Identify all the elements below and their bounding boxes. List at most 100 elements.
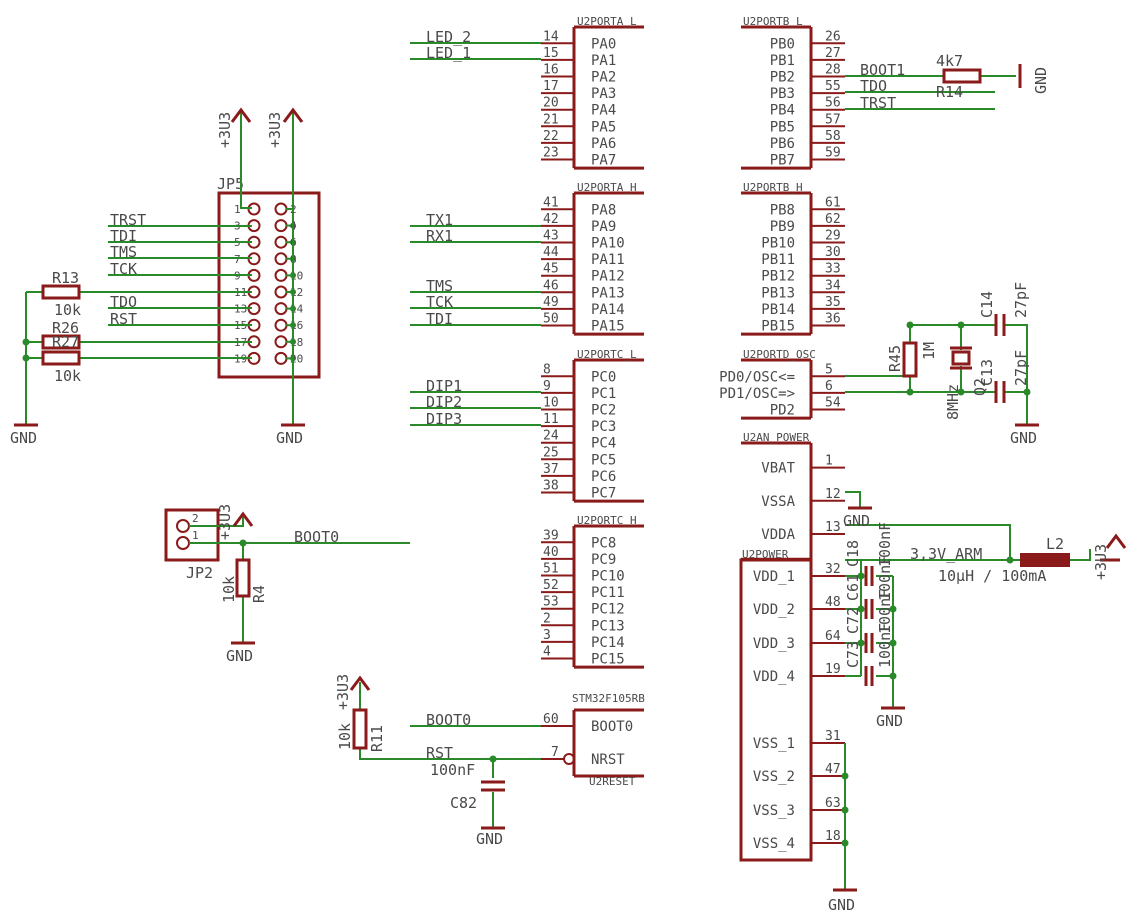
block-body [572, 358, 644, 503]
jp5-ref: JP5 [217, 175, 244, 193]
pin-name: PA14 [591, 302, 625, 318]
pin-num: 29 [825, 229, 841, 244]
r26-value: 10k [54, 367, 81, 385]
junction-dot [841, 772, 849, 780]
jp5-supply-label: +3U3 [216, 112, 234, 148]
r11-supply-label: +3U3 [334, 674, 352, 710]
jp5-pads [247, 202, 296, 365]
pin-num: 39 [543, 528, 559, 543]
pin-name: PD0/OSC<= [719, 369, 795, 385]
pin-name: PC9 [591, 552, 616, 568]
cap-ref: C61 [844, 574, 862, 601]
pin-name: PB5 [770, 119, 795, 135]
decoupling-gnd-label: GND [876, 712, 903, 730]
block-title: U2POWER [742, 548, 789, 561]
jp5-pin-num: 16 [290, 319, 303, 332]
junction-dot [857, 605, 865, 613]
oscillator-circuit: R45 1M 8MHz Q2 C14 27pF C13 27pF GND [845, 282, 1039, 447]
pin-num: 21 [543, 112, 559, 127]
pin-num: 16 [543, 63, 559, 78]
net-label-dip1: DIP1 [426, 377, 462, 395]
net-label-tms: TMS [110, 243, 137, 261]
net-label-dip2: DIP2 [426, 393, 462, 411]
pin-name: PA2 [591, 70, 616, 86]
pin-num: 56 [825, 96, 841, 111]
block-body [572, 25, 644, 170]
pin-name: VDDA [761, 527, 795, 543]
pin-num: 6 [825, 379, 833, 394]
block-title: U2PORTC_H [577, 514, 637, 527]
decoupling-wires [845, 560, 894, 708]
c13-ref: C13 [978, 359, 996, 386]
junction-dot [22, 354, 30, 362]
pin-num: 32 [825, 562, 841, 577]
cap-value: 100nF [876, 623, 894, 668]
pin-name: PA3 [591, 86, 616, 102]
analog-power-nets: GND [843, 491, 1011, 560]
c82-body [481, 780, 505, 792]
pin-num: 28 [825, 63, 841, 78]
reset-pin-name: NRST [591, 752, 625, 768]
pin-num: 13 [825, 520, 841, 535]
pin-num: 34 [825, 278, 841, 293]
r4-body [235, 558, 251, 598]
pin-name: PC8 [591, 535, 616, 551]
l2-value: 10µH / 100mA [938, 567, 1046, 585]
porta-h-wires [410, 225, 541, 326]
pin-name: PB12 [761, 269, 795, 285]
pin-num: 8 [543, 362, 551, 377]
pin-num: 45 [543, 262, 559, 277]
pin-name: PB13 [761, 285, 795, 301]
junction-dot [1006, 556, 1014, 564]
portb-h-block: U2PORTB_H61PB862PB929PB1030PB1133PB1234P… [741, 181, 845, 336]
r14-body [942, 68, 982, 84]
pin-name: PB7 [770, 153, 795, 169]
jp5-supply-label: +3U3 [266, 112, 284, 148]
portb-l-block: U2PORTB_L26PB027PB128PB255PB356PB457PB55… [741, 15, 845, 170]
jp5-pad [274, 302, 288, 316]
pin-num: 49 [543, 295, 559, 310]
jp5-gnd-label: GND [276, 429, 303, 447]
pin-name: PA1 [591, 53, 616, 69]
junction-dot [906, 388, 914, 396]
osc-gnd-label: GND [1010, 429, 1037, 447]
block-body [572, 524, 644, 669]
pin-num: 51 [543, 562, 559, 577]
pin-num: 44 [543, 245, 559, 260]
jp5-pin-num: 20 [290, 352, 303, 365]
r4-gnd-label: GND [226, 647, 253, 665]
net-label-led2: LED_2 [426, 28, 471, 46]
jp5-gnd-label-left: GND [10, 429, 37, 447]
pin-num: 3 [543, 628, 551, 643]
an-power-wires [845, 491, 1011, 560]
pin-name: PD1/OSC=> [719, 386, 795, 402]
net-label-led1: LED_1 [426, 44, 471, 62]
pin-num: 25 [543, 445, 559, 460]
pin-num: 20 [543, 96, 559, 111]
net-label-rst: RST [426, 744, 453, 762]
net-label-3v3-arm: 3,3V_ARM [910, 545, 982, 563]
pin-name: PC10 [591, 569, 625, 585]
reset-body [572, 708, 644, 778]
net-label-boot0: BOOT0 [294, 528, 339, 546]
pin-num: 47 [825, 762, 841, 777]
pin-num: 31 [825, 729, 841, 744]
supply-arrow-icon [232, 511, 254, 527]
osc-wires [845, 324, 1028, 425]
pin-num: 10 [543, 396, 559, 411]
pin-name: PB2 [770, 70, 795, 86]
net-label-tms: TMS [426, 277, 453, 295]
pin-name: PC0 [591, 369, 616, 385]
pin-name: PC12 [591, 602, 625, 618]
l2-body [1020, 553, 1070, 567]
cap-ref: C72 [844, 607, 862, 634]
pin-name: VSS_2 [753, 769, 795, 785]
net-label-tck: TCK [426, 293, 453, 311]
pin-name: PC11 [591, 585, 625, 601]
pin-name: PD2 [770, 403, 795, 419]
jp5-pad [274, 219, 288, 233]
reset-pin-num: 7 [551, 745, 559, 760]
